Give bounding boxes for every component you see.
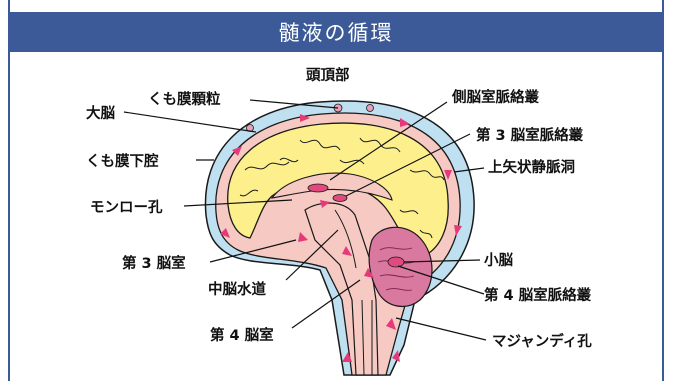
lateral-ventricle bbox=[270, 172, 393, 201]
label-fourth-ventricle: 第 4 脳室 bbox=[210, 326, 274, 344]
label-cerebellum: 小脳 bbox=[484, 251, 513, 269]
brainstem bbox=[304, 202, 379, 376]
label-arachnoid-granulation: くも膜顆粒 bbox=[148, 90, 221, 108]
label-cerebral-aqueduct: 中脳水道 bbox=[208, 280, 266, 298]
leader-lines bbox=[123, 99, 487, 341]
label-subarachnoid-space: くも膜下腔 bbox=[86, 152, 159, 170]
panel-header: 髄液の循環 bbox=[8, 12, 664, 52]
label-fourth-choroid-plexus: 第 4 脳室脈絡叢 bbox=[484, 286, 592, 304]
label-superior-sagittal-sinus: 上矢状静脈洞 bbox=[488, 158, 575, 176]
label-third-choroid-plexus: 第 3 脳室脈絡叢 bbox=[476, 126, 584, 144]
label-lateral-choroid-plexus: 側脳室脈絡叢 bbox=[451, 88, 539, 106]
aqueduct-channel bbox=[334, 209, 357, 269]
label-top-of-head: 頭頂部 bbox=[306, 66, 350, 84]
csf-flow-arrows bbox=[220, 114, 462, 362]
label-third-ventricle: 第 3 脳室 bbox=[122, 254, 186, 272]
header-title: 髄液の循環 bbox=[278, 21, 394, 45]
label-foramen-monro: モンロー孔 bbox=[90, 199, 163, 216]
cerebrum-gyri bbox=[239, 137, 445, 239]
spinal-canal bbox=[361, 299, 373, 376]
label-foramen-magendie: マジャンディ孔 bbox=[492, 332, 592, 350]
label-cerebrum: 大脳 bbox=[86, 104, 115, 122]
